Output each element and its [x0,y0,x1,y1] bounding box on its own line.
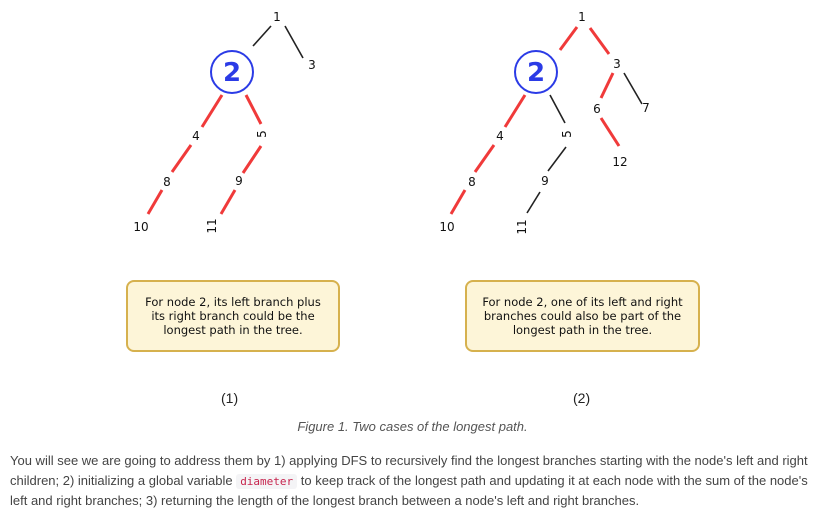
node-5: 5 [560,130,574,138]
note-1-line-3: longest path in the tree. [163,323,303,337]
note-box-2: For node 2, one of its left and right br… [465,280,700,352]
body-paragraph: You will see we are going to address the… [10,451,815,511]
panel-label-1: (1) [221,390,239,406]
edge-3-7 [623,72,643,105]
note-1-line-1: For node 2, its left branch plus [145,295,321,309]
node-5: 5 [255,130,269,138]
paragraph-text-end: to keep track of the longest path and up… [10,472,808,509]
edge-8-10 [146,189,164,215]
node-8: 8 [163,175,171,189]
inline-code-diameter: diameter [236,473,298,489]
figure-two-trees: 1 2 3 4 5 8 9 10 11 1 2 3 4 5 6 7 8 9 10 [133,10,649,235]
edge-5-9 [241,145,263,174]
note-1-line-2: its right branch could be the [151,309,315,323]
node-10: 10 [133,220,148,234]
edge-1-2 [252,25,272,47]
node-3: 3 [613,57,621,71]
edge-2-5 [549,94,566,124]
highlight-circle-node-2 [210,50,254,94]
node-11: 11 [515,219,529,234]
node-11: 11 [205,218,219,233]
figure-caption: Figure 1. Two cases of the longest path. [297,419,528,434]
tree-1: 1 2 3 4 5 8 9 10 11 [133,10,315,234]
edge-2-4 [200,94,224,128]
node-7: 7 [642,101,650,115]
note-2-line-1: For node 2, one of its left and right [482,295,683,309]
edge-2-5 [244,94,263,125]
node-10: 10 [439,220,454,234]
panel-label-2: (2) [573,390,591,406]
edge-9-11 [219,189,237,215]
highlight-circle-node-2 [514,50,558,94]
edge-5-9 [547,146,567,172]
tree-2: 1 2 3 4 5 6 7 8 9 10 11 12 [439,10,649,235]
node-1: 1 [273,10,281,24]
node-4: 4 [496,129,504,143]
paragraph-text-start: You will see we are going to address the… [10,453,808,488]
edge-1-3 [284,25,304,59]
edge-2-4 [503,94,527,128]
edge-1-3 [588,27,611,55]
node-6: 6 [593,102,601,116]
node-1: 1 [578,10,586,24]
note-2-line-3: longest path in the tree. [512,323,653,337]
edge-9-11 [526,191,541,214]
node-9: 9 [235,174,243,188]
node-2: 2 [527,58,545,88]
edge-8-10 [449,189,467,215]
node-2: 2 [223,58,241,88]
edge-6-12 [599,117,621,147]
node-3: 3 [308,58,316,72]
node-8: 8 [468,175,476,189]
edge-4-8 [473,144,496,173]
node-4: 4 [192,129,200,143]
edge-3-6 [599,72,615,99]
edge-1-2 [558,26,579,51]
edge-4-8 [170,144,193,173]
note-2-line-2: branches could also be part of the [483,309,682,323]
node-12: 12 [612,155,627,169]
node-9: 9 [541,174,549,188]
note-box-1: For node 2, its left branch plus its rig… [126,280,340,352]
